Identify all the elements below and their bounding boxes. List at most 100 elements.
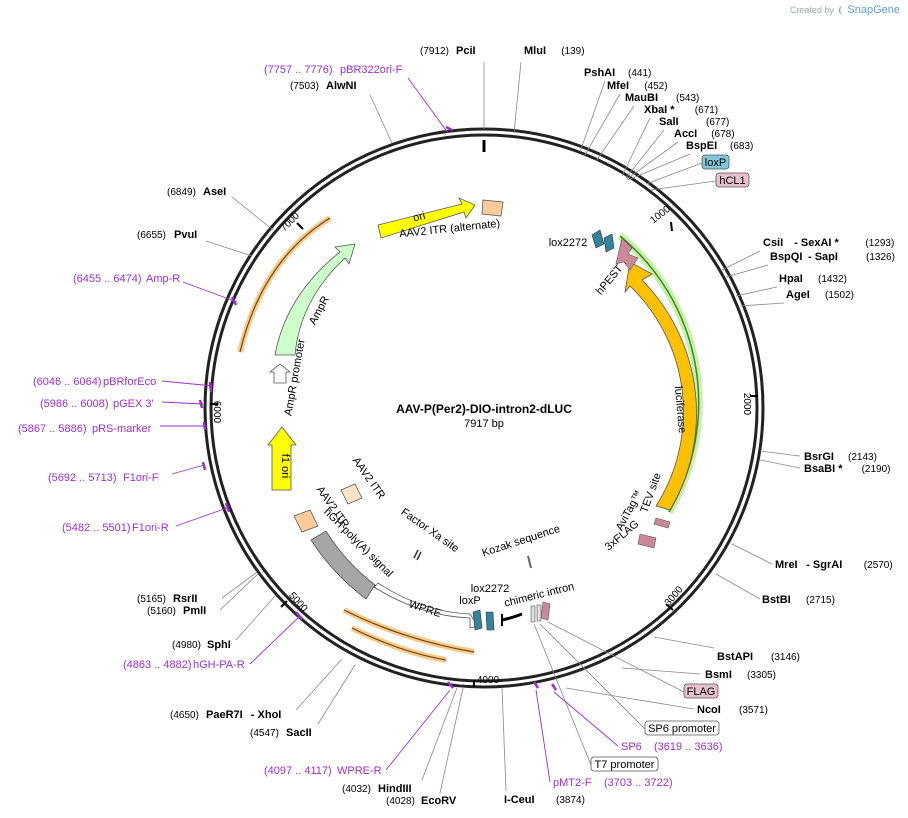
primer-line-2 xyxy=(161,380,214,387)
ampr-promoter-feature[interactable] xyxy=(268,363,292,384)
enzyme-name[interactable]: BspEI xyxy=(686,140,717,152)
primer-name[interactable]: pMT2-F xyxy=(553,777,592,789)
chimeric-intron-feature[interactable] xyxy=(501,612,523,622)
ori-label: ori xyxy=(412,210,427,225)
enzyme-name[interactable]: AseI xyxy=(203,186,226,198)
luciferase-feature[interactable] xyxy=(624,261,697,511)
primer-name[interactable]: F1ori-R xyxy=(132,522,169,534)
enzyme-line-25 xyxy=(235,595,276,641)
enzyme-name[interactable]: RsrII xyxy=(173,593,197,605)
hpest-feature[interactable] xyxy=(615,237,639,271)
boxed-label[interactable]: hCL1 xyxy=(719,175,745,187)
primer-name[interactable]: pRS-marker xyxy=(92,423,152,435)
primer-position: (3703 .. 3722) xyxy=(604,777,673,789)
enzyme-name[interactable]: CsiI xyxy=(763,237,783,249)
enzyme-position: (3305) xyxy=(747,670,776,681)
ampr-feature[interactable] xyxy=(274,243,356,356)
enzyme-name[interactable]: BsmI xyxy=(705,669,732,681)
enzyme-name[interactable]: BsrGI xyxy=(804,451,834,463)
enzyme-line-26 xyxy=(219,573,259,611)
enzyme-name[interactable]: NcoI xyxy=(697,704,721,716)
enzyme-name[interactable]: PshAI xyxy=(584,67,615,79)
primer-name[interactable]: pGEX 3' xyxy=(113,398,154,410)
enzyme-name[interactable]: BstAPI xyxy=(717,651,753,663)
enzyme-position: (543) xyxy=(676,93,699,104)
wpre-feature[interactable] xyxy=(373,582,479,629)
primer-line-8 xyxy=(385,689,451,771)
primer-mark-9 xyxy=(550,683,558,691)
enzyme-name[interactable]: SacII xyxy=(286,727,312,739)
tick-5000 xyxy=(280,600,288,608)
lox2272-feature-top[interactable] xyxy=(591,229,605,249)
enzyme-line-1 xyxy=(513,61,522,134)
snapgene-watermark: Created by ❨ SnapGene xyxy=(790,4,900,16)
primer-name[interactable]: pBR322ori-F xyxy=(340,64,403,76)
enzyme-name-2[interactable]: - XhoI xyxy=(251,709,282,721)
enzyme-line-5 xyxy=(621,117,651,177)
enzyme-line-9 xyxy=(721,250,761,271)
enzyme-name[interactable]: BspQI xyxy=(770,251,802,263)
lox2272-label-top: lox2272 xyxy=(549,237,588,249)
enzyme-name-2[interactable]: - SapI xyxy=(808,251,838,263)
enzyme-name[interactable]: AgeI xyxy=(786,289,810,301)
primer-name[interactable]: WPRE-R xyxy=(337,765,382,777)
lox2272-feature-bottom[interactable] xyxy=(485,611,495,631)
enzyme-line-22 xyxy=(421,687,458,781)
enzyme-name[interactable]: PmlI xyxy=(183,605,206,617)
snapgene-logo-icon: ❨ xyxy=(836,4,845,15)
enzyme-position: (5160) xyxy=(147,606,176,617)
boxed-label[interactable]: SP6 promoter xyxy=(648,723,716,735)
enzyme-name[interactable]: MluI xyxy=(524,45,546,57)
boxed-label[interactable]: T7 promoter xyxy=(595,759,655,771)
enzyme-name[interactable]: PciI xyxy=(456,45,476,57)
enzyme-name[interactable]: AlwNI xyxy=(326,80,357,92)
enzyme-name[interactable]: HindIII xyxy=(378,783,412,795)
flag-feature[interactable] xyxy=(540,601,551,621)
f1-ori-feature[interactable] xyxy=(267,426,297,491)
primer-name[interactable]: SP6 xyxy=(621,741,642,753)
enzyme-position: (4028) xyxy=(386,796,415,807)
wpre-label: WPRE xyxy=(407,598,442,620)
enzyme-name[interactable]: MreI xyxy=(775,559,798,571)
enzyme-name[interactable]: SalI xyxy=(659,116,679,128)
boxed-label[interactable]: loxP xyxy=(705,157,726,169)
enzyme-name[interactable]: BsaBI * xyxy=(804,463,843,475)
ori-feature[interactable] xyxy=(377,197,476,239)
enzyme-name-2[interactable]: - SexAI * xyxy=(794,237,839,249)
avitag-feature[interactable] xyxy=(653,517,671,529)
enzyme-name[interactable]: EcoRV xyxy=(421,795,457,807)
enzyme-position: (452) xyxy=(644,81,667,92)
enzyme-name[interactable]: I-CeuI xyxy=(504,794,535,806)
tick-label-4000: 4000 xyxy=(477,675,500,686)
aav2-itr-alternate-feature[interactable] xyxy=(481,199,504,217)
enzyme-name[interactable]: HpaI xyxy=(779,273,803,285)
enzyme-name-2[interactable]: - SgrAI xyxy=(806,559,842,571)
enzyme-name[interactable]: BstBI xyxy=(762,594,791,606)
primer-name[interactable]: Amp-R xyxy=(146,273,180,285)
loxp-feature-top[interactable] xyxy=(603,233,615,253)
enzyme-name[interactable]: PvuI xyxy=(174,229,197,241)
plasmid-size: 7917 bp xyxy=(464,418,504,430)
loxp-feature-bottom[interactable] xyxy=(472,609,483,631)
luciferase-label: luciferase xyxy=(672,386,688,434)
enzyme-name[interactable]: MauBI xyxy=(625,92,658,104)
aav2-itr-feature-2[interactable] xyxy=(340,483,363,505)
enzyme-name[interactable]: MfeI xyxy=(607,80,629,92)
enzyme-name[interactable]: AccI xyxy=(674,128,697,140)
kozak-mark xyxy=(527,555,532,569)
enzyme-name[interactable]: SphI xyxy=(207,639,231,651)
enzyme-position: (7503) xyxy=(290,81,319,92)
3xflag-feature[interactable] xyxy=(637,533,657,549)
primer-name[interactable]: hGH-PA-R xyxy=(193,659,245,671)
primer-name[interactable]: F1ori-F xyxy=(123,472,159,484)
watermark-brand: SnapGene xyxy=(847,4,900,16)
enzyme-name[interactable]: PaeR7I xyxy=(206,709,243,721)
boxed-label[interactable]: FLAG xyxy=(687,686,716,698)
f1-ori-label: f1 ori xyxy=(279,454,291,478)
enzyme-position: (677) xyxy=(706,117,729,128)
primer-line-9 xyxy=(553,691,619,747)
aav2-itr-feature-1[interactable] xyxy=(293,509,319,533)
hgh-polya-feature[interactable] xyxy=(310,530,376,600)
enzyme-name[interactable]: XbaI * xyxy=(644,104,675,116)
primer-name[interactable]: pBRforEco xyxy=(103,376,156,388)
